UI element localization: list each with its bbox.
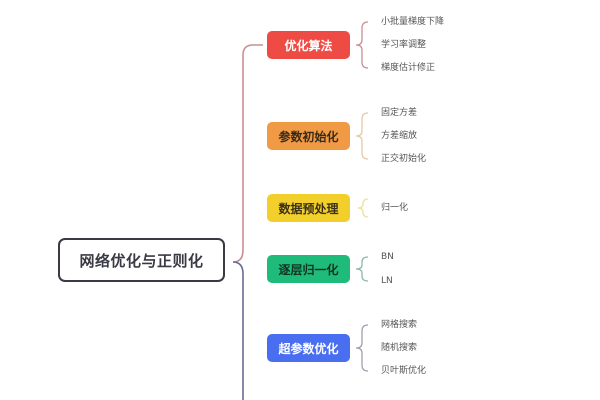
branch-node-layer-normalization[interactable]: 逐层归一化 bbox=[267, 255, 350, 283]
branch-node-data-preprocessing[interactable]: 数据预处理 bbox=[267, 194, 350, 222]
leaf-item[interactable]: 网格搜索 bbox=[381, 320, 418, 330]
leaf-item[interactable]: 贝叶斯优化 bbox=[381, 366, 427, 376]
leaf-item[interactable]: 正交初始化 bbox=[381, 154, 427, 164]
branch-node-optimization-algorithm[interactable]: 优化算法 bbox=[267, 31, 350, 59]
sub-bracket-2 bbox=[355, 112, 369, 160]
sub-bracket-5 bbox=[355, 324, 369, 372]
leaf-item[interactable]: 随机搜索 bbox=[381, 343, 418, 353]
branch-label: 逐层归一化 bbox=[278, 262, 339, 277]
leaf-item[interactable]: 小批量梯度下降 bbox=[381, 17, 445, 27]
root-node[interactable]: 网络优化与正则化 bbox=[58, 238, 225, 282]
leaf-item[interactable]: 梯度估计修正 bbox=[381, 63, 436, 73]
main-bracket-lower bbox=[232, 261, 244, 400]
leaf-item[interactable]: 归一化 bbox=[381, 203, 409, 213]
branch-label: 超参数优化 bbox=[278, 341, 339, 356]
leaf-item[interactable]: 固定方差 bbox=[381, 108, 418, 118]
branch-node-parameter-init[interactable]: 参数初始化 bbox=[267, 122, 350, 150]
leaf-item[interactable]: BN bbox=[381, 252, 394, 262]
leaf-item[interactable]: 方差缩放 bbox=[381, 131, 418, 141]
main-bracket-upper bbox=[232, 44, 263, 263]
leaf-item[interactable]: 学习率调整 bbox=[381, 40, 427, 50]
branch-label: 参数初始化 bbox=[278, 129, 339, 144]
branch-label: 优化算法 bbox=[284, 38, 333, 53]
sub-bracket-1 bbox=[355, 21, 369, 69]
branch-label: 数据预处理 bbox=[278, 201, 339, 216]
branch-node-hyperparameter-optimization[interactable]: 超参数优化 bbox=[267, 334, 350, 362]
sub-bracket-3 bbox=[357, 198, 369, 218]
leaf-item[interactable]: LN bbox=[381, 276, 393, 286]
sub-bracket-4 bbox=[355, 256, 369, 282]
root-node-label: 网络优化与正则化 bbox=[79, 251, 204, 270]
